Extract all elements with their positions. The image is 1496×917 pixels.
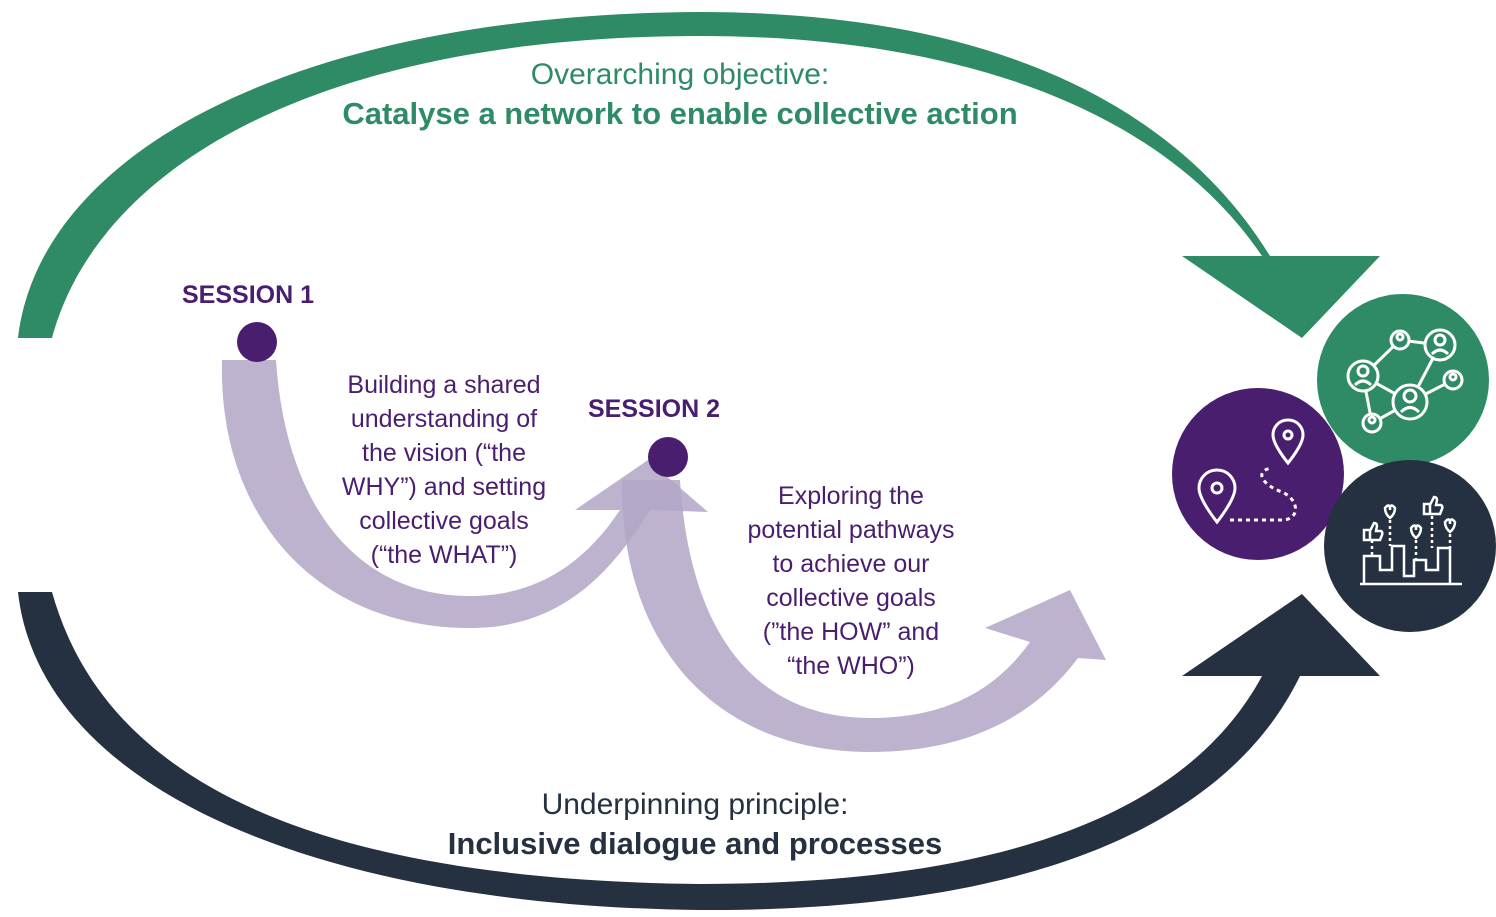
session2-line: “the WHO”) [787, 652, 915, 680]
principle-label: Underpinning principle: [541, 788, 849, 821]
map-route-icon [1172, 388, 1344, 560]
session2-dot [648, 437, 688, 477]
session2-arrow [621, 480, 1106, 752]
principle-title: Inclusive dialogue and processes [447, 826, 943, 861]
session1-dot [237, 322, 277, 362]
session1-line: WHY”) and setting [341, 473, 547, 501]
session2-line: collective goals [766, 584, 936, 612]
objective-title: Catalyse a network to enable collective … [342, 96, 1018, 131]
session1-description: Building a shared understanding of the v… [318, 368, 570, 572]
session1-label: SESSION 1 [182, 281, 314, 309]
network-people-icon [1317, 294, 1489, 466]
session2-line: Exploring the [778, 482, 924, 510]
community-city-icon [1324, 460, 1496, 632]
session1-arrow [221, 360, 708, 628]
session1-line: understanding of [350, 405, 538, 433]
session2-description: Exploring the potential pathways to achi… [716, 479, 986, 683]
session1-line: the vision (“the [362, 439, 526, 467]
objective-label: Overarching objective: [530, 58, 830, 91]
session1-line: (“the WHAT”) [370, 541, 518, 569]
session2-line: to achieve our [772, 550, 930, 578]
session2-line: (”the HOW” and [762, 618, 940, 646]
session2-line: potential pathways [747, 516, 955, 544]
session1-line: Building a shared [347, 371, 541, 399]
session2-label: SESSION 2 [588, 395, 720, 423]
session1-line: collective goals [359, 507, 529, 535]
